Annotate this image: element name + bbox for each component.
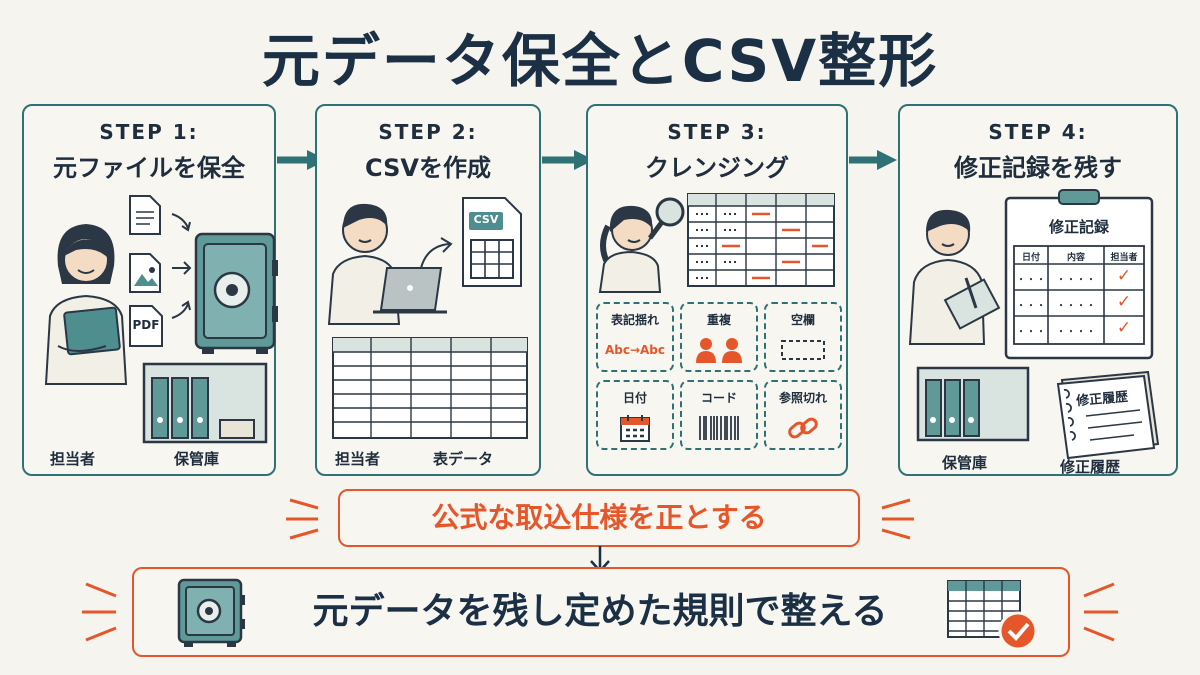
issue-label: 重複 xyxy=(706,313,731,327)
record-column-date: 日付 xyxy=(1021,253,1040,263)
clipboard-icon xyxy=(1004,189,1154,360)
step-1-name: 元ファイルを保全 xyxy=(53,154,245,182)
step-1-caption-storage: 保管庫 xyxy=(174,450,220,468)
issue-label: 参照切れ xyxy=(778,391,827,405)
person-writing-icon xyxy=(908,209,1001,345)
record-cell: ・・・ xyxy=(1016,275,1046,286)
archive-shelf-icon xyxy=(142,362,268,444)
issue-notation-variance: 表記揺れ Abc→Abc xyxy=(596,302,674,372)
record-column-owner: 担当者 xyxy=(1110,253,1138,263)
person-with-magnifier-icon xyxy=(598,197,685,293)
person-with-laptop-icon xyxy=(327,203,447,325)
issue-date: 日付 xyxy=(596,380,674,450)
step-4-panel: STEP 4: 修正記録を残す 修正記録 日付 内容 担当者 ・・・ ・・・・ … xyxy=(898,104,1178,476)
record-column-content: 内容 xyxy=(1066,253,1085,263)
archive-shelf-icon xyxy=(916,366,1030,442)
check-icon: ✓ xyxy=(1116,292,1132,312)
csv-file-icon xyxy=(462,197,522,287)
step-1-panel: STEP 1: 元ファイルを保全 PDF xyxy=(22,104,278,476)
record-cell: ・・・・ xyxy=(1056,327,1096,338)
emphasis-lines-icon xyxy=(82,582,117,642)
issue-label: 空欄 xyxy=(790,313,815,327)
notebook-icon xyxy=(1056,370,1160,460)
record-cell: ・・・ xyxy=(1016,327,1046,338)
step-2-panel: STEP 2: CSVを作成 CSV 担当者 表データ xyxy=(315,104,541,476)
issue-broken-reference: 参照切れ xyxy=(764,380,842,450)
step-2-label: STEP 2: xyxy=(378,120,478,144)
csv-label: CSV xyxy=(473,213,499,226)
step-2-name: CSVを作成 xyxy=(365,154,491,182)
data-table-icon xyxy=(332,337,528,439)
arrow-right-icon xyxy=(849,150,897,170)
issue-label: 日付 xyxy=(622,391,647,405)
issue-label: 表記揺れ xyxy=(610,313,659,327)
step-4-name: 修正記録を残す xyxy=(954,154,1122,182)
rule-banner: 公式な取込仕様を正とする xyxy=(338,489,860,547)
empty-field-icon xyxy=(781,340,825,360)
emphasis-lines-icon xyxy=(286,498,319,540)
abc-arrow-icon: Abc→Abc xyxy=(604,343,666,357)
conclusion-text: 元データを残し定めた規則で整える xyxy=(312,591,888,632)
check-icon: ✓ xyxy=(1116,266,1132,286)
step-4-caption-storage: 保管庫 xyxy=(942,454,988,472)
pdf-file-icon xyxy=(129,305,163,347)
step-1-caption-person: 担当者 xyxy=(50,450,96,468)
emphasis-lines-icon xyxy=(881,498,914,540)
step-4-label: STEP 4: xyxy=(988,120,1088,144)
step-2-caption-table: 表データ xyxy=(433,450,494,468)
step-1-label: STEP 1: xyxy=(99,120,199,144)
calendar-icon xyxy=(620,415,650,442)
page-title: 元データ保全とCSV整形 xyxy=(261,27,939,95)
duplicate-people-icon xyxy=(696,338,742,363)
record-cell: ・・・・ xyxy=(1056,275,1096,286)
issue-blank: 空欄 xyxy=(764,302,842,372)
step-3-label: STEP 3: xyxy=(667,120,767,144)
issue-label: コード xyxy=(700,391,737,405)
step-3-panel: STEP 3: クレンジング 表記揺れ Abc→Abc 重複 空欄 xyxy=(586,104,848,476)
issue-code: コード xyxy=(680,380,758,450)
document-icon xyxy=(129,195,161,235)
small-arrows-icon xyxy=(171,213,192,319)
record-cell: ・・・ xyxy=(1016,301,1046,312)
safe-icon xyxy=(194,232,278,354)
record-title: 修正記録 xyxy=(1048,218,1109,236)
broken-link-icon xyxy=(788,417,818,439)
check-icon: ✓ xyxy=(1116,318,1132,338)
table-check-icon xyxy=(947,580,1038,651)
pdf-label: PDF xyxy=(132,318,160,332)
record-cell: ・・・・ xyxy=(1056,301,1096,312)
step-3-name: クレンジング xyxy=(645,154,789,182)
emphasis-lines-icon xyxy=(1083,582,1118,642)
data-grid-with-errors-icon xyxy=(687,193,835,287)
person-holding-binder-icon xyxy=(44,224,128,385)
conclusion-banner: 元データを残し定めた規則で整える xyxy=(132,567,1070,657)
curved-arrow-icon xyxy=(420,237,453,269)
step-4-caption-history: 修正履歴 xyxy=(1060,458,1121,476)
step-2-caption-person: 担当者 xyxy=(335,450,381,468)
safe-icon xyxy=(177,578,245,647)
arrow-right-icon xyxy=(542,150,594,170)
barcode-icon xyxy=(699,416,739,440)
issue-duplicate: 重複 xyxy=(680,302,758,372)
image-file-icon xyxy=(129,253,161,293)
